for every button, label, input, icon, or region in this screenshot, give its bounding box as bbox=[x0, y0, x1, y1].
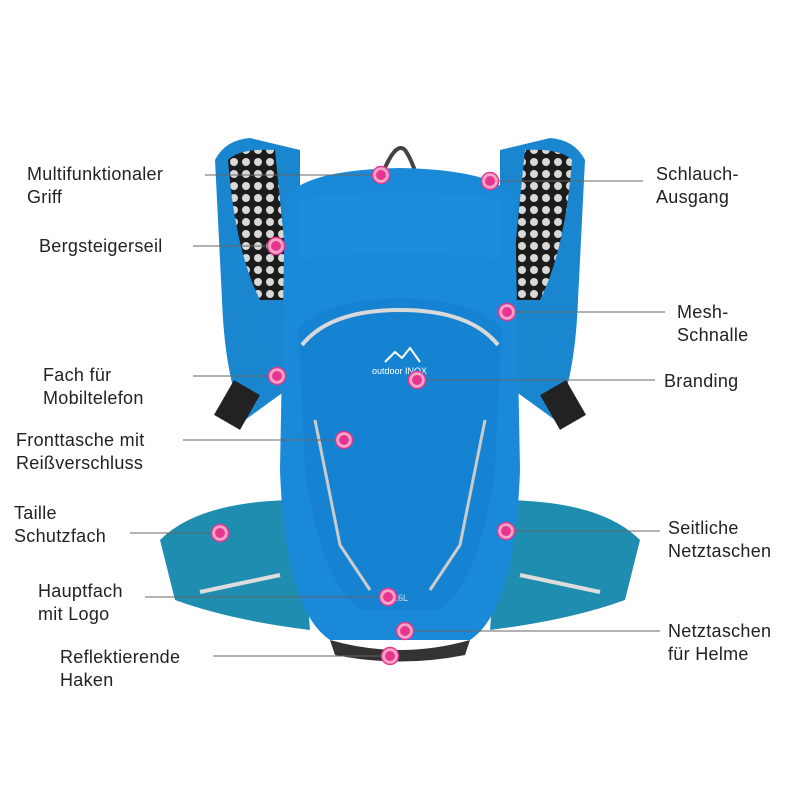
logo-text: outdoor INOX bbox=[372, 366, 427, 376]
callout-branding: Branding bbox=[664, 370, 738, 393]
callout-text: Netztaschen bbox=[668, 621, 772, 641]
callout-marker-dot bbox=[395, 621, 415, 641]
callout-marker-dot bbox=[497, 302, 517, 322]
callout-marker-dot bbox=[480, 171, 500, 191]
callout-climbing-rope: Bergsteigerseil bbox=[39, 235, 163, 258]
callout-marker-dot bbox=[380, 646, 400, 666]
callout-text: Schutzfach bbox=[14, 526, 107, 546]
front-pocket bbox=[298, 298, 502, 610]
left-mesh bbox=[228, 149, 290, 300]
callout-text: Bergsteigerseil bbox=[39, 236, 163, 256]
callout-marker-dot bbox=[334, 430, 354, 450]
callout-text: Taille bbox=[14, 503, 57, 523]
callout-mesh-buckle: Mesh- Schnalle bbox=[677, 301, 748, 347]
callout-text: Schlauch- bbox=[656, 164, 739, 184]
callout-text: Fronttasche mit bbox=[16, 430, 145, 450]
callout-marker-dot bbox=[210, 523, 230, 543]
callout-text: Mobiltelefon bbox=[43, 388, 144, 408]
callout-marker-dot bbox=[267, 366, 287, 386]
callout-text: Netztaschen bbox=[668, 541, 772, 561]
callout-text: Ausgang bbox=[656, 187, 730, 207]
callout-text: Seitliche bbox=[668, 518, 739, 538]
callout-text: Mesh- bbox=[677, 302, 729, 322]
callout-marker-dot bbox=[266, 236, 286, 256]
callout-marker-dot bbox=[371, 165, 391, 185]
right-mesh bbox=[510, 149, 572, 300]
callout-text: Branding bbox=[664, 371, 739, 391]
callout-marker-dot bbox=[378, 587, 398, 607]
callout-hose-outlet: Schlauch- Ausgang bbox=[656, 163, 739, 209]
callout-text: Griff bbox=[27, 187, 63, 207]
callout-helmet-mesh-pockets: Netztaschen für Helme bbox=[668, 620, 771, 666]
callout-text: Fach für bbox=[43, 365, 112, 385]
callout-text: Haken bbox=[60, 670, 114, 690]
callout-text: Reflektierende bbox=[60, 647, 181, 667]
logo-mountains bbox=[384, 346, 421, 363]
callout-marker-dot bbox=[407, 370, 427, 390]
leader-lines bbox=[130, 174, 665, 657]
callout-text: für Helme bbox=[668, 644, 749, 664]
callout-marker-dot bbox=[496, 521, 516, 541]
callout-main-compartment: Hauptfach mit Logo bbox=[38, 580, 123, 626]
callout-text: Hauptfach bbox=[38, 581, 123, 601]
callout-text: mit Logo bbox=[38, 604, 110, 624]
callout-text: Reißverschluss bbox=[16, 453, 144, 473]
capacity-print: 16L bbox=[393, 593, 408, 603]
callout-text: Schnalle bbox=[677, 325, 749, 345]
callout-text: Multifunktionaler bbox=[27, 164, 164, 184]
right-hip-pocket bbox=[490, 500, 640, 630]
